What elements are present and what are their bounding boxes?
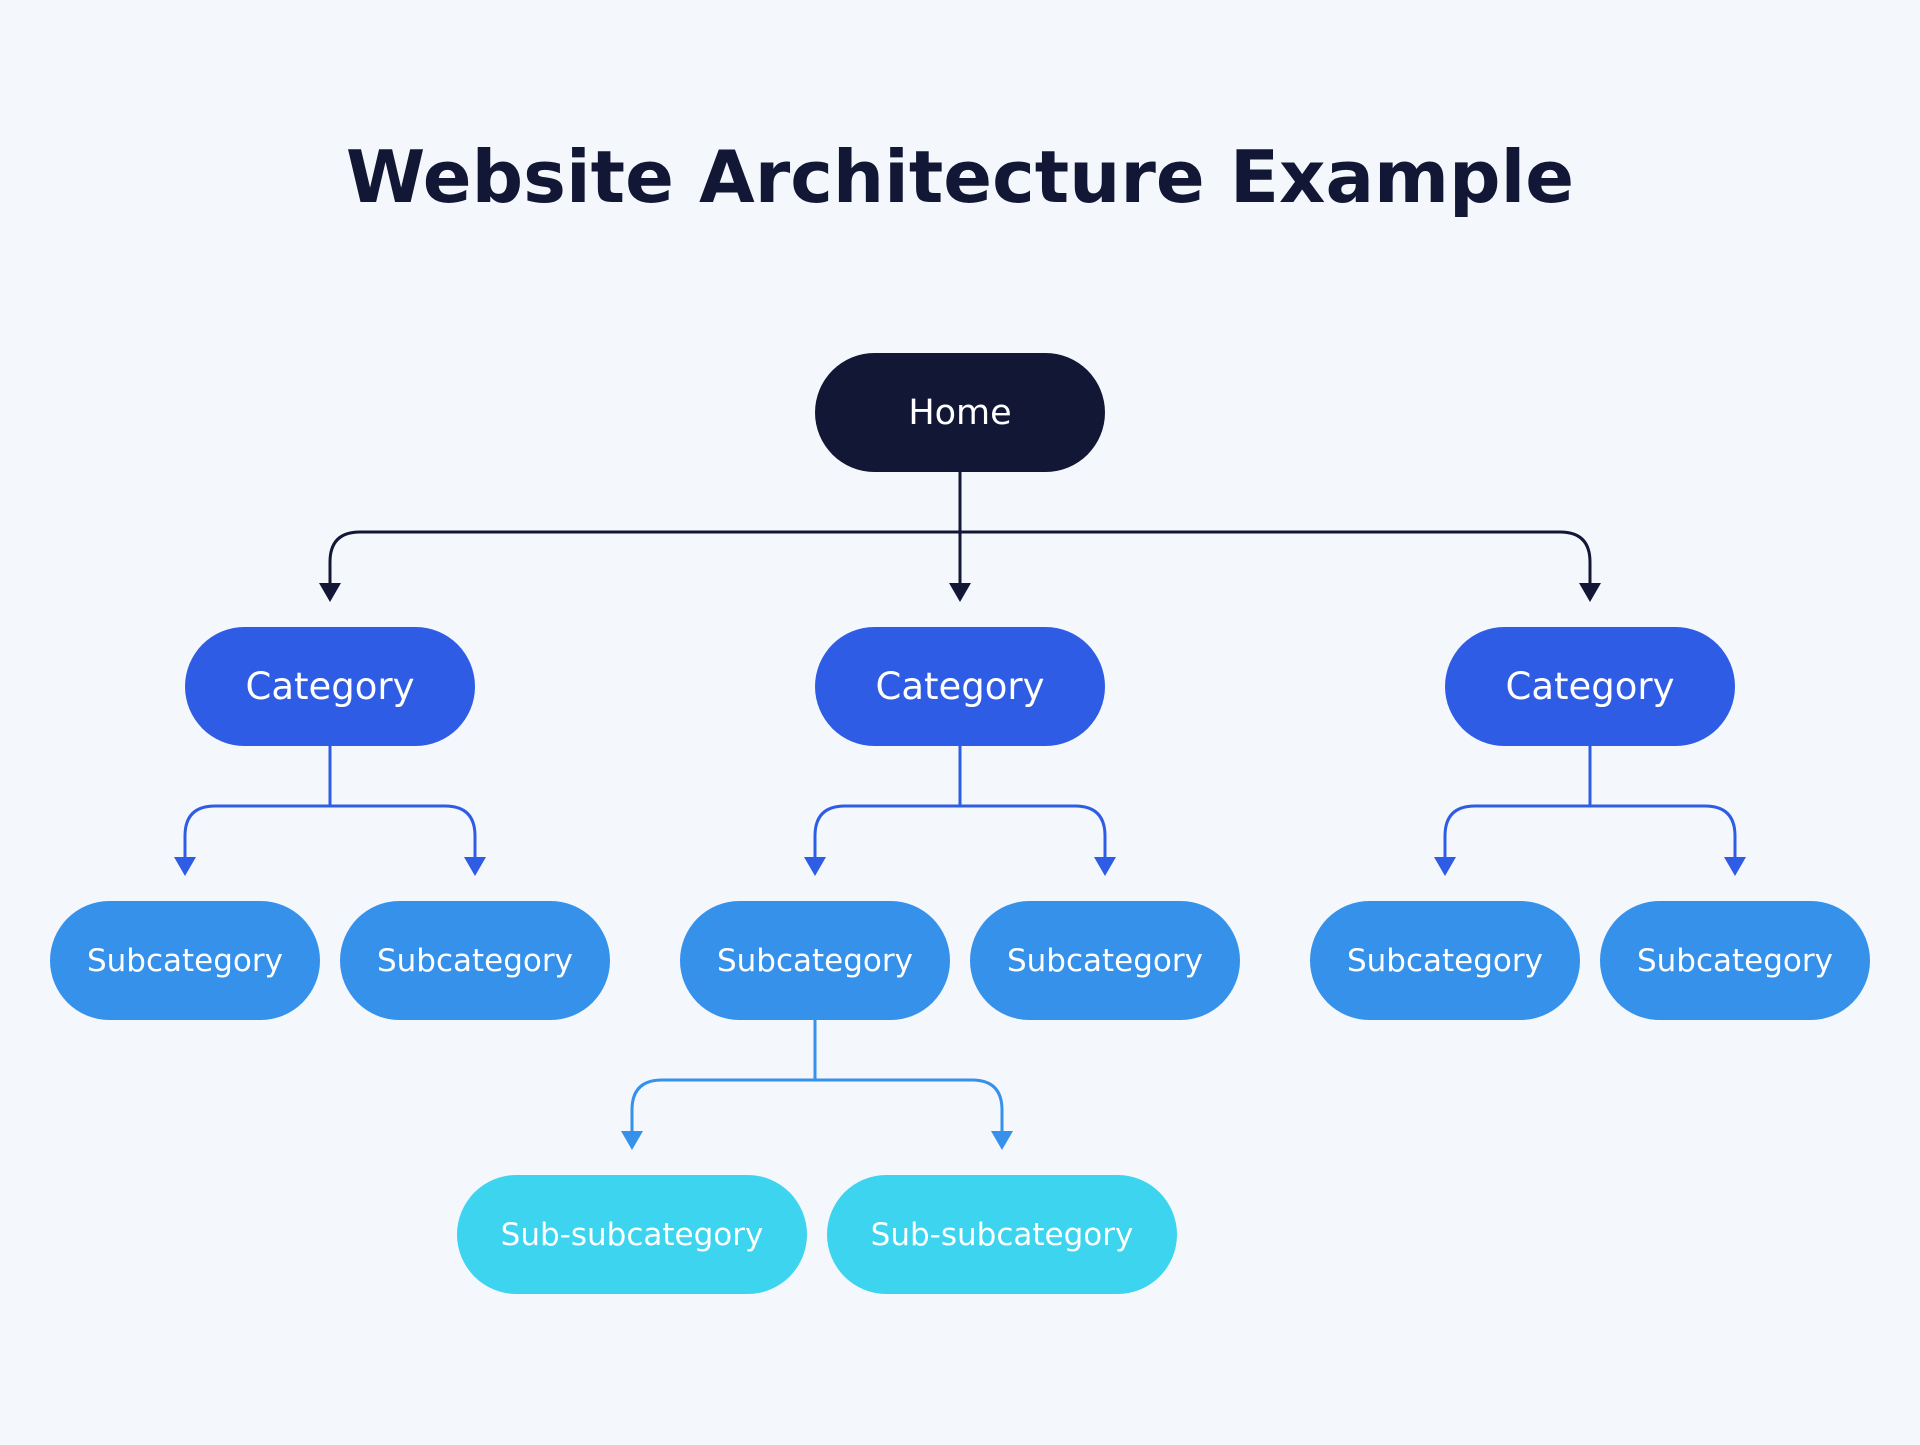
node-category-3: Category xyxy=(1445,627,1735,746)
node-subcategory-1-2: Subcategory xyxy=(340,901,610,1020)
node-subcategory-2-1: Subcategory xyxy=(680,901,950,1020)
node-subcategory-3-2: Subcategory xyxy=(1600,901,1870,1020)
connector-category-2-drop-2 xyxy=(1074,804,1107,858)
connector-category-3-drop-2 xyxy=(1704,804,1737,858)
connector-subcategory-2-1-arrow-2 xyxy=(991,1131,1013,1150)
connector-home-arrow-3 xyxy=(1579,583,1601,602)
connector-category-2-arrow-2 xyxy=(1094,857,1116,876)
connector-category-3-drop-1 xyxy=(1443,804,1476,858)
node-category-2: Category xyxy=(815,627,1105,746)
node-sub-subcategory-1: Sub-subcategory xyxy=(457,1175,807,1294)
node-sub-subcategory-2: Sub-subcategory xyxy=(827,1175,1177,1294)
node-category-1: Category xyxy=(185,627,475,746)
node-home: Home xyxy=(815,353,1105,472)
node-subcategory-2-2: Subcategory xyxy=(970,901,1240,1020)
connector-category-1-drop-2 xyxy=(444,804,477,858)
connector-category-1-arrow-2 xyxy=(464,857,486,876)
connector-subcategory-2-1-arrow-1 xyxy=(621,1131,643,1150)
connector-category-2-arrow-1 xyxy=(804,857,826,876)
connector-home-drop-1 xyxy=(328,530,361,584)
node-subcategory-3-1: Subcategory xyxy=(1310,901,1580,1020)
connector-home-arrow-1 xyxy=(319,583,341,602)
connector-category-3-arrow-1 xyxy=(1434,857,1456,876)
node-subcategory-1-1: Subcategory xyxy=(50,901,320,1020)
diagram-title: Website Architecture Example xyxy=(345,135,1575,219)
connector-category-1-drop-1 xyxy=(183,804,216,858)
connector-category-3-arrow-2 xyxy=(1724,857,1746,876)
connector-home-arrow-2 xyxy=(949,583,971,602)
connector-subcategory-2-1-drop-1 xyxy=(630,1078,663,1132)
connector-category-2-drop-1 xyxy=(813,804,846,858)
connector-home-drop-3 xyxy=(1559,530,1592,584)
connector-category-1-arrow-1 xyxy=(174,857,196,876)
connector-subcategory-2-1-drop-2 xyxy=(971,1078,1004,1132)
